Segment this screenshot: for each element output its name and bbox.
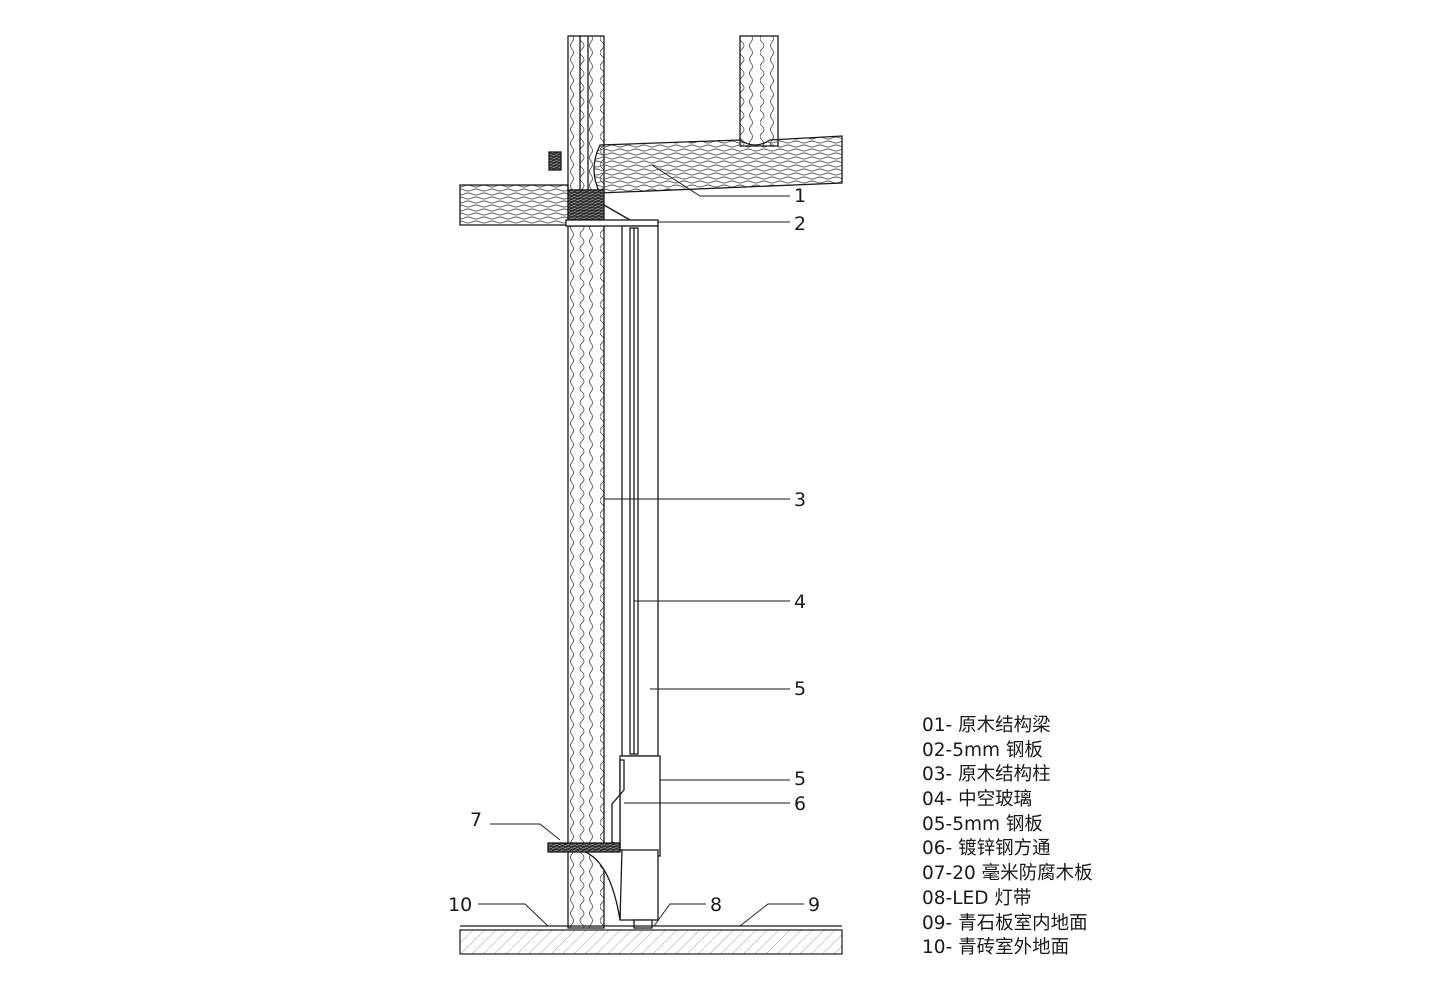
leader-8: [653, 903, 706, 927]
steel-and-glazing: [547, 204, 661, 929]
callout-7: 7: [470, 809, 482, 831]
steel-frame-outer: [621, 225, 659, 757]
legend-item: 01- 原木结构梁: [922, 715, 1051, 736]
callout-3: 3: [794, 489, 806, 511]
lower-timber-beam: [459, 184, 569, 226]
callout-9: 9: [808, 894, 820, 916]
led-strip: [633, 919, 653, 929]
upper-right-timber-post: [739, 35, 779, 147]
steel-bracket: [603, 204, 631, 221]
callout-1: 1: [794, 185, 806, 207]
callout-10: 10: [448, 894, 472, 916]
steel-plate-top: [565, 219, 659, 227]
legend-item: 08-LED 灯带: [922, 887, 1032, 909]
callout-4: 4: [794, 591, 806, 613]
legend-item: 03- 原木结构柱: [922, 764, 1051, 786]
steel-plate-sill: [619, 755, 661, 857]
timber-structure: [459, 35, 843, 929]
small-timber-block: [548, 151, 562, 171]
leader-lines: [478, 164, 804, 927]
legend-item: 05-5mm 钢板: [922, 813, 1043, 835]
callout-5b: 5: [794, 768, 806, 790]
leader-7: [490, 823, 561, 841]
material-legend: 01- 原木结构梁 02-5mm 钢板 03- 原木结构柱 04- 中空玻璃 0…: [922, 714, 1093, 961]
timber-end-block: [567, 189, 605, 221]
upper-timber-beam: [593, 135, 843, 194]
legend-item: 04- 中空玻璃: [922, 789, 1033, 811]
legend-item: 02-5mm 钢板: [922, 739, 1043, 761]
callout-5a: 5: [794, 678, 806, 700]
callout-2: 2: [794, 213, 806, 235]
timber-bench-board: [547, 842, 621, 853]
legend-item: 07-20 毫米防腐木板: [922, 863, 1093, 885]
legend-item: 10- 青砖室外地面: [922, 937, 1070, 959]
structural-timber-column: [567, 225, 605, 929]
leader-10: [478, 903, 549, 927]
leader-1: [651, 164, 790, 197]
callout-labels: 1 2 3 4 5 5 6 7 8 9 10: [448, 185, 820, 916]
leader-9: [739, 903, 804, 927]
floor: [459, 925, 843, 955]
floor-slab: [459, 929, 843, 955]
callout-6: 6: [794, 793, 806, 815]
steel-tube-lower: [619, 849, 659, 921]
bench-support-bracket: [579, 849, 623, 921]
legend-item: 09- 青石板室内地面: [922, 912, 1088, 934]
callout-8: 8: [710, 894, 722, 916]
galvanized-steel-tube: [611, 759, 625, 848]
legend-item: 06- 镀锌钢方通: [922, 838, 1051, 860]
